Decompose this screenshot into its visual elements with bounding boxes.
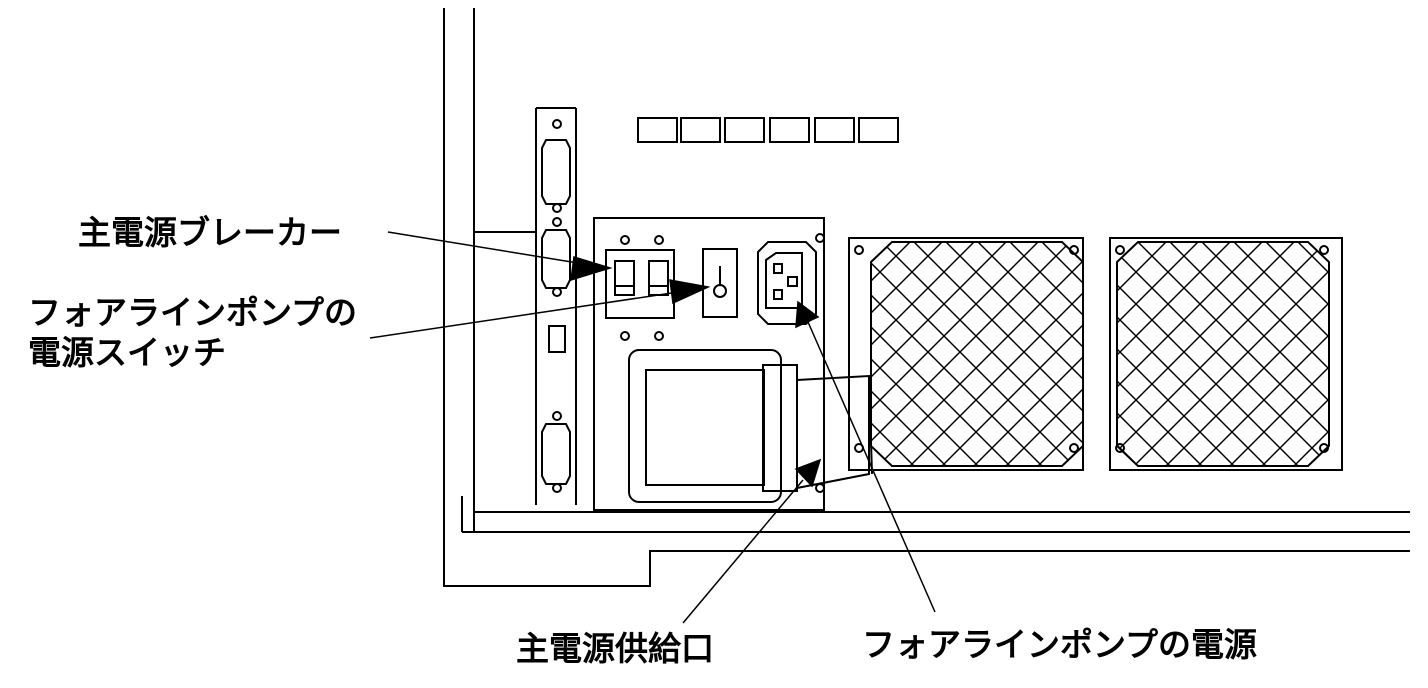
main-power-inlet (628, 349, 873, 503)
label-foreline-switch-line1: フォアラインポンプの (28, 293, 358, 332)
leader-foreline-switch (369, 279, 711, 339)
foreline-pump-switch (702, 248, 738, 318)
cabinet-body (443, 8, 1410, 587)
label-foreline-power: フォアラインポンプの電源 (862, 625, 1258, 664)
label-main-breaker: 主電源ブレーカー (78, 213, 342, 252)
connector-strip (474, 107, 577, 505)
leader-foreline-inlet (795, 300, 936, 613)
top-vent-slots (637, 117, 899, 143)
main-breaker (605, 235, 675, 341)
leader-main-breaker (387, 231, 613, 282)
foreline-pump-inlet (757, 233, 825, 325)
label-main-inlet: 主電源供給口 (516, 629, 714, 668)
power-panel-plate (593, 217, 825, 511)
leader-main-inlet (682, 458, 822, 624)
label-foreline-switch-line2: 電源スイッチ (28, 333, 226, 372)
fan-left (848, 237, 1084, 471)
fan-right (1109, 237, 1343, 471)
